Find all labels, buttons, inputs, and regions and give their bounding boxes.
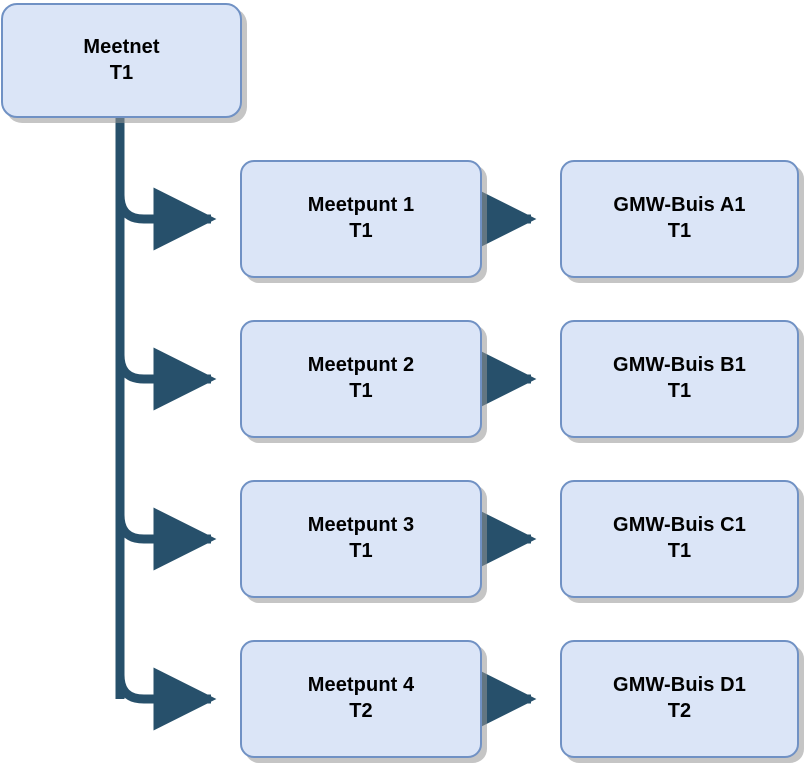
node-meetpunt-1[interactable]: Meetpunt 1 T1 [240,160,482,278]
node-title: GMW-Buis A1 [613,194,746,217]
node-meetpunt-2[interactable]: Meetpunt 2 T1 [240,320,482,438]
node-subtitle: T1 [349,220,373,242]
node-title: GMW-Buis C1 [613,514,746,537]
node-meetnet[interactable]: Meetnet T1 [1,3,242,118]
node-gmw-buis-b1[interactable]: GMW-Buis B1 T1 [560,320,799,438]
node-subtitle: T1 [109,61,134,84]
node-gmw-buis-c1[interactable]: GMW-Buis C1 T1 [560,480,799,598]
node-title: Meetpunt 1 [307,194,415,217]
node-subtitle: T1 [667,540,692,562]
node-title: GMW-Buis D1 [613,674,746,697]
branch-connector-row2 [115,347,217,411]
node-subtitle: T1 [667,220,692,242]
branch-connector-row1 [115,187,217,251]
node-title: Meetpunt 3 [307,514,415,537]
node-title: GMW-Buis B1 [613,354,746,377]
node-meetpunt-3[interactable]: Meetpunt 3 T1 [240,480,482,598]
node-gmw-buis-d1[interactable]: GMW-Buis D1 T2 [560,640,799,758]
node-subtitle: T1 [667,380,692,402]
node-subtitle: T2 [667,700,692,722]
node-title: Meetnet [83,35,160,58]
node-subtitle: T1 [349,380,373,402]
node-gmw-buis-a1[interactable]: GMW-Buis A1 T1 [560,160,799,278]
node-meetpunt-4[interactable]: Meetpunt 4 T2 [240,640,482,758]
branch-connector-row3 [115,507,217,571]
node-subtitle: T1 [349,540,373,562]
node-title: Meetpunt 4 [307,674,415,697]
node-subtitle: T2 [349,700,373,722]
node-title: Meetpunt 2 [307,354,415,377]
branch-connector-row4 [115,667,217,731]
